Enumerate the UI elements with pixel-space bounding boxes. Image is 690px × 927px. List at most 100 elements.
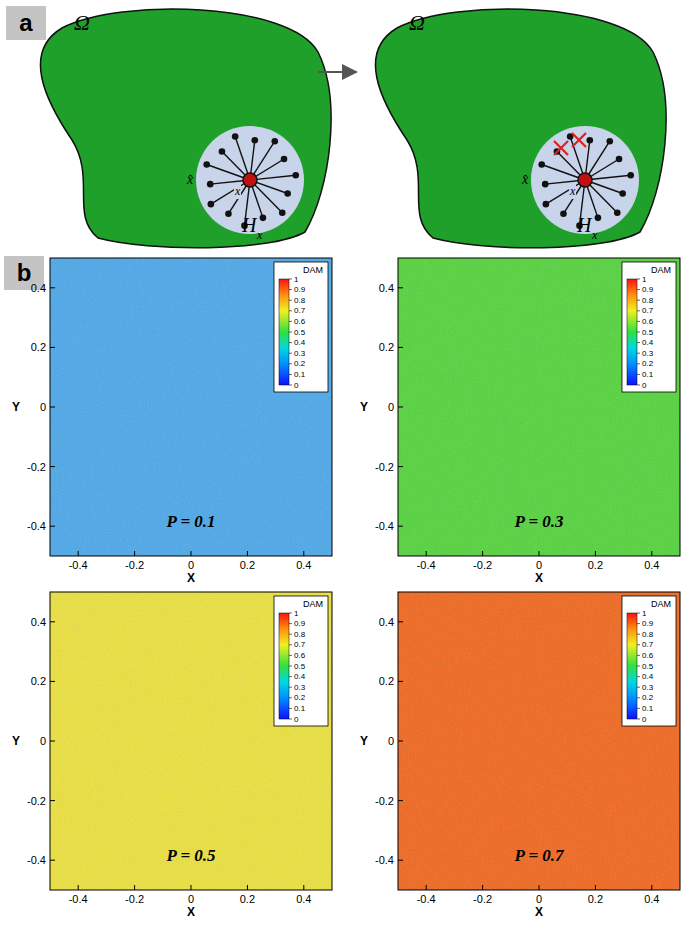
y-tick-label: 0 [388,735,394,747]
colorbar-tick [637,623,640,624]
x-tick-label: 0.2 [588,559,603,571]
x-tick-label: -0.2 [125,893,144,905]
y-tick-label: -0.4 [27,520,46,532]
colorbar-tick-label: 0.5 [642,662,653,671]
colorbar-tick-label: 0.1 [294,370,305,379]
y-tick-label: -0.2 [375,461,394,473]
colorbar-box [622,596,676,726]
axis-tick [303,885,304,890]
axis-tick [398,347,403,348]
colorbar-tick-label: 0.3 [294,349,305,358]
domain-outline [40,9,331,248]
colorbar-tick-label: 0.4 [294,672,305,681]
colorbar-tick [637,353,640,354]
axis-tick [651,551,652,556]
material-point [232,133,239,140]
colorbar-tick-label: 0.2 [294,693,305,702]
axis-tick [651,885,652,890]
axis-tick [482,885,483,890]
plot-frame [50,592,332,890]
colorbar-tick [289,634,292,635]
center-point [578,173,592,187]
x-tick-label: 0 [536,893,542,905]
axis-tick [426,551,427,556]
colorbar-tick [637,676,640,677]
point-symbol: x [234,184,241,199]
y-tick-label: 0.4 [31,616,46,628]
y-tick-label: -0.2 [375,795,394,807]
axis-tick [482,551,483,556]
axis-tick [134,551,135,556]
damage-noise [50,592,332,890]
colorbar-tick [289,676,292,677]
axis-tick [303,551,304,556]
colorbar-tick-label: 0.4 [294,338,305,347]
material-point [260,215,267,222]
domain-omega [375,9,666,248]
colorbar-tick [289,666,292,667]
axis-tick [247,551,248,556]
colorbar-tick [637,613,640,614]
x-axis-title: X [187,905,195,919]
colorbar-tick-label: 0.6 [642,651,653,660]
x-tick-label: 0.2 [240,893,255,905]
colorbar-tick [289,385,292,386]
colorbar-tick [637,687,640,688]
colorbar-tick-label: 0.9 [294,619,305,628]
colorbar-tick [637,634,640,635]
x-tick-label: 0.4 [644,559,659,571]
colorbar-tick-label: 0.7 [642,640,653,649]
colorbar-tick [637,719,640,720]
colorbar-tick-label: 1 [642,275,646,284]
material-point [619,190,626,197]
axis-tick [539,551,540,556]
x-tick-label: 0 [188,893,194,905]
colorbar-tick-label: 0.9 [642,285,653,294]
damage-field [398,592,680,890]
colorbar-tick [289,310,292,311]
neighbor-symbol: x̂ [521,172,529,188]
colorbar-tick-label: 0.7 [294,306,305,315]
axis-tick [50,347,55,348]
axis-tick [398,621,403,622]
panel-tag: b [17,259,32,287]
x-tick-label: -0.2 [473,893,492,905]
colorbar-box [274,262,328,392]
colorbar-tick-label: 0.2 [642,693,653,702]
horizon-subscript: x [257,228,262,243]
material-point [279,209,286,216]
colorbar-tick-label: 0.4 [642,672,653,681]
y-tick-label: 0.4 [379,282,394,294]
colorbar-tick [637,289,640,290]
material-point [627,172,634,179]
y-axis-title: Y [12,400,20,414]
horizon-symbol: H [242,214,256,237]
y-tick-label: 0.2 [379,341,394,353]
colorbar-tick [289,623,292,624]
x-tick-label: -0.2 [473,559,492,571]
y-tick-label: 0 [40,401,46,413]
colorbar-tick [637,666,640,667]
axis-tick [50,681,55,682]
colorbar-tick [289,374,292,375]
probability-label: P = 0.5 [166,846,215,866]
colorbar-tick-label: 0.2 [294,359,305,368]
colorbar-tick [289,363,292,364]
colorbar-tick-label: 1 [642,609,646,618]
material-point [284,190,291,197]
material-point [542,181,549,188]
axis-tick [78,551,79,556]
x-tick-label: 0 [188,559,194,571]
y-tick-label: 0.2 [379,675,394,687]
axis-tick [595,551,596,556]
axis-tick [595,885,596,890]
colorbar-tick-label: 0 [642,381,646,390]
colorbar-tick-label: 0.5 [294,328,305,337]
colorbar-tick-label: 0.8 [642,630,653,639]
colorbar-tick-label: 0.9 [642,619,653,628]
material-point [203,161,210,168]
colorbar-tick-label: 0.3 [642,683,653,692]
y-tick-label: -0.4 [27,854,46,866]
y-tick-label: -0.4 [375,854,394,866]
